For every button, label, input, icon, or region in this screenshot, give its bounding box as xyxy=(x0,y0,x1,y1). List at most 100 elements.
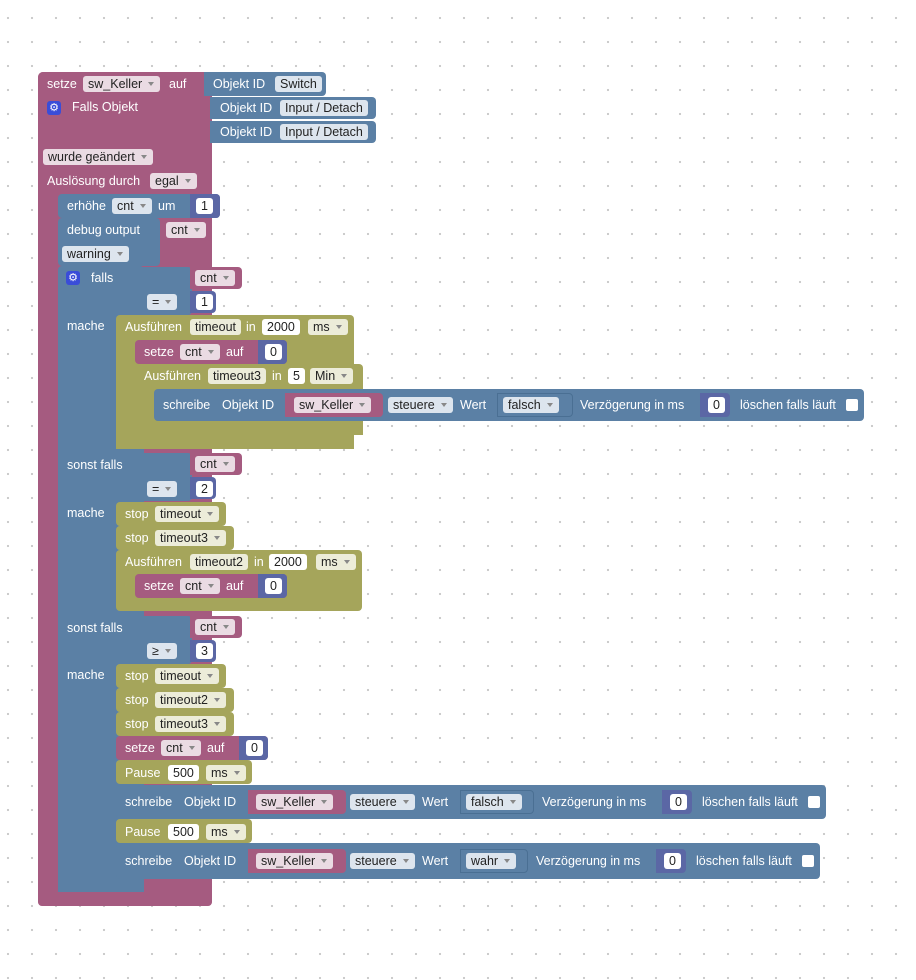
cond1-var-dropdown[interactable]: cnt xyxy=(195,270,235,286)
cond1-num-field[interactable]: 1 xyxy=(196,294,213,310)
pause1-value-field[interactable]: 500 xyxy=(168,765,199,781)
verz1-num-field[interactable]: 0 xyxy=(670,794,687,810)
mache-label: mache xyxy=(67,506,105,520)
obj2-dropdown[interactable]: sw_Keller xyxy=(256,853,334,869)
cond2-op-dropdown[interactable]: = xyxy=(147,481,178,497)
obj-dropdown[interactable]: sw_Keller xyxy=(294,397,372,413)
verzoegerung-label: Verzögerung in ms xyxy=(536,854,641,868)
setze-var-dropdown[interactable]: cnt xyxy=(180,344,220,360)
in-label: in xyxy=(272,369,282,383)
setze-label: setze xyxy=(125,741,155,755)
obj1-dropdown[interactable]: sw_Keller xyxy=(256,794,334,810)
timer2-delay-field[interactable]: 5 xyxy=(288,368,305,384)
auf-label: auf xyxy=(207,741,225,755)
timer-unit-dropdown[interactable]: ms xyxy=(316,554,356,570)
stop2-dropdown[interactable]: timeout3 xyxy=(155,530,226,546)
cond2-var-dropdown[interactable]: cnt xyxy=(195,456,235,472)
in-label: in xyxy=(246,320,256,334)
mache-label: mache xyxy=(67,668,105,682)
wert-label: Wert xyxy=(422,854,449,868)
stop-label: stop xyxy=(125,669,149,683)
timer1-delay-field[interactable]: 2000 xyxy=(262,319,300,335)
cond3-var-dropdown[interactable]: cnt xyxy=(195,619,235,635)
falls-label: falls xyxy=(91,271,114,285)
cond1-op-dropdown[interactable]: = xyxy=(147,294,178,310)
mode-dropdown[interactable]: steuere xyxy=(388,397,453,413)
wert-dropdown[interactable]: falsch xyxy=(503,397,559,413)
timer-name-field[interactable]: timeout2 xyxy=(190,554,248,570)
var-dropdown-sw-keller[interactable]: sw_Keller xyxy=(83,76,161,92)
stop1-dropdown[interactable]: timeout xyxy=(155,668,219,684)
debug-level-dropdown[interactable]: warning xyxy=(62,246,129,262)
setze-var-dropdown[interactable]: cnt xyxy=(161,740,201,756)
loeschen-checkbox[interactable] xyxy=(808,796,820,808)
debug-var-dropdown[interactable]: cnt xyxy=(166,222,206,238)
setze-label: setze xyxy=(47,77,77,91)
auf-label: auf xyxy=(226,345,244,359)
pause-label: Pause xyxy=(125,766,161,780)
verz2-num-field[interactable]: 0 xyxy=(664,853,681,869)
ausloesung-dropdown[interactable]: egal xyxy=(150,173,197,189)
stop1-dropdown[interactable]: timeout xyxy=(155,506,219,522)
wert2-dropdown[interactable]: wahr xyxy=(466,853,517,869)
stop3-dropdown[interactable]: timeout3 xyxy=(155,716,226,732)
setze-bottom-bar xyxy=(38,894,212,906)
wert-value-slot[interactable] xyxy=(497,393,573,417)
loeschen-label: löschen falls läuft xyxy=(702,795,798,809)
input-detach-field-2[interactable]: Input / Detach xyxy=(280,124,368,140)
setze-label: setze xyxy=(144,345,174,359)
verzoegerung-label: Verzögerung in ms xyxy=(580,398,685,412)
stop2-dropdown[interactable]: timeout2 xyxy=(155,692,226,708)
cond3-op-dropdown[interactable]: ≥ xyxy=(147,643,177,659)
timer1-name-field[interactable]: timeout xyxy=(190,319,241,335)
timer2-name-field[interactable]: timeout3 xyxy=(208,368,266,384)
mache-label: mache xyxy=(67,319,105,333)
timer2-unit-dropdown[interactable]: Min xyxy=(310,368,354,384)
switch-id-field[interactable]: Switch xyxy=(275,76,322,92)
setze-num-field[interactable]: 0 xyxy=(246,740,263,756)
erhoehe-var-dropdown[interactable]: cnt xyxy=(112,198,152,214)
wert-value-slot[interactable] xyxy=(460,849,528,873)
timer1-unit-dropdown[interactable]: ms xyxy=(308,319,348,335)
stop-label: stop xyxy=(125,717,149,731)
event-type-dropdown[interactable]: wurde geändert xyxy=(43,149,153,165)
objekt-id-label: Objekt ID xyxy=(184,854,237,868)
falls-objekt-label: Falls Objekt xyxy=(72,100,138,114)
pause2-value-field[interactable]: 500 xyxy=(168,824,199,840)
loeschen-label: löschen falls läuft xyxy=(696,854,792,868)
cond3-num-field[interactable]: 3 xyxy=(196,643,213,659)
gear-icon[interactable]: ⚙ xyxy=(66,271,80,285)
number-field[interactable]: 1 xyxy=(196,198,213,214)
input-detach-field-1[interactable]: Input / Detach xyxy=(280,100,368,116)
if-bottom-bar xyxy=(58,878,144,892)
wert-value-slot[interactable] xyxy=(460,790,534,814)
wert-label: Wert xyxy=(422,795,449,809)
pause-label: Pause xyxy=(125,825,161,839)
verzoegerung-label: Verzögerung in ms xyxy=(542,795,647,809)
schreibe-label: schreibe xyxy=(163,398,211,412)
gear-icon[interactable]: ⚙ xyxy=(47,101,61,115)
pause1-unit-dropdown[interactable]: ms xyxy=(206,765,246,781)
verz-num-field[interactable]: 0 xyxy=(708,397,725,413)
schreibe-label: schreibe xyxy=(125,854,173,868)
setze-var-dropdown[interactable]: cnt xyxy=(180,578,220,594)
pause2-unit-dropdown[interactable]: ms xyxy=(206,824,246,840)
loeschen-checkbox[interactable] xyxy=(802,855,814,867)
loeschen-label: löschen falls läuft xyxy=(740,398,836,412)
wert1-dropdown[interactable]: falsch xyxy=(466,794,522,810)
setze-num-field[interactable]: 0 xyxy=(265,344,282,360)
loeschen-checkbox[interactable] xyxy=(846,399,858,411)
mode2-dropdown[interactable]: steuere xyxy=(350,853,415,869)
setze-num-field[interactable]: 0 xyxy=(265,578,282,594)
cond2-num-field[interactable]: 2 xyxy=(196,481,213,497)
timer-delay-field[interactable]: 2000 xyxy=(269,554,307,570)
objekt-id-label: Objekt ID xyxy=(213,77,266,91)
auf-label: auf xyxy=(169,77,187,91)
setze-label: setze xyxy=(144,579,174,593)
ausfuehren-label: Ausführen xyxy=(125,320,182,334)
mode1-dropdown[interactable]: steuere xyxy=(350,794,415,810)
objekt-id-label: Objekt ID xyxy=(220,125,273,139)
in-label: in xyxy=(254,555,264,569)
stop-label: stop xyxy=(125,693,149,707)
wert-label: Wert xyxy=(460,398,487,412)
